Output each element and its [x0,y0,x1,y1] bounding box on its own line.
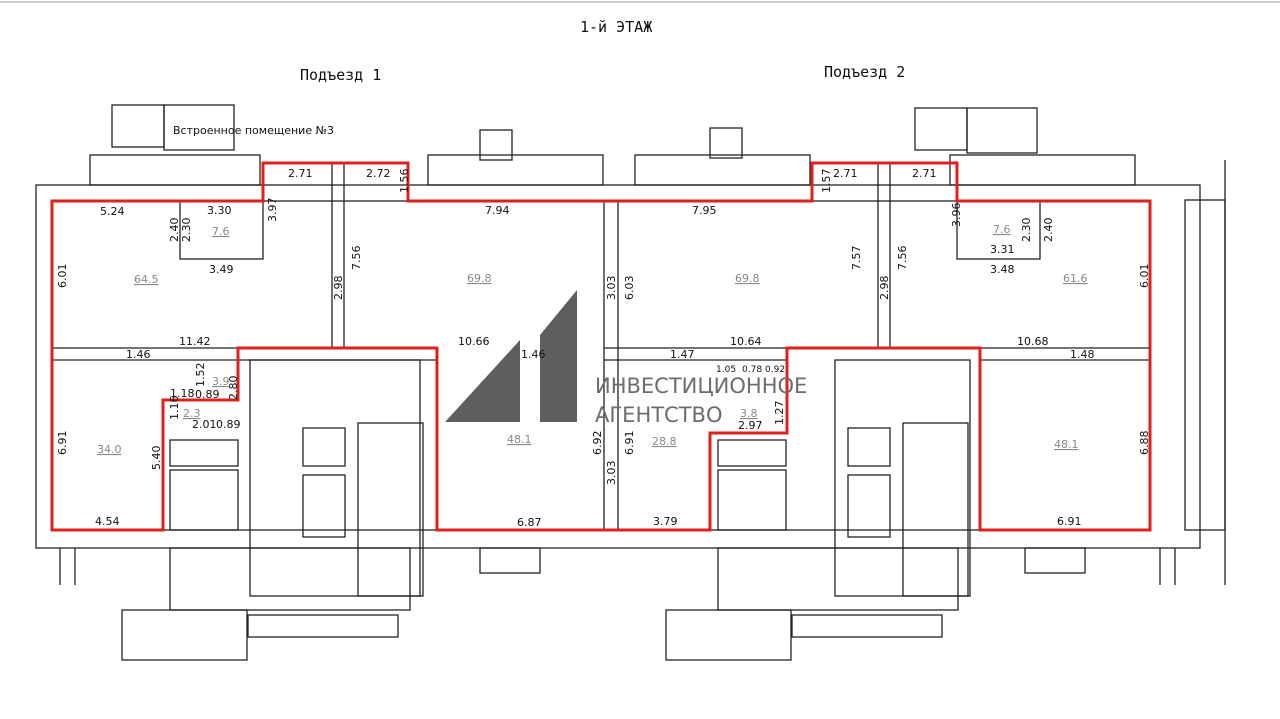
dim: 7.56 [896,246,909,271]
area-label: 7.6 [212,225,230,238]
dim: 2.98 [332,276,345,301]
dim: 2.80 [227,376,240,401]
entrance-1-label: Подъезд 1 [300,66,381,84]
area-label: 64.5 [134,273,159,286]
dim: 6.01 [1138,264,1151,289]
dim: 7.94 [485,204,510,217]
area-label: 3.9 [212,375,230,388]
area-labels: 64.5 7.6 69.8 34.0 3.9 2.3 48.1 28.8 3.8… [97,223,1088,456]
dim: 6.91 [56,431,69,456]
area-label: 7.6 [993,223,1011,236]
dim: 5.24 [100,205,125,218]
area-label: 48.1 [1054,438,1079,451]
area-label: 61.6 [1063,272,1088,285]
dim: 6.92 [591,431,604,456]
area-label: 28.8 [652,435,677,448]
area-label: 2.3 [183,407,201,420]
dim: 1.52 [194,363,207,388]
dimension-labels: 5.24 3.30 2.40 2.30 3.97 3.49 6.01 2.71 … [56,167,1151,529]
dim: 2.98 [878,276,891,301]
entrance-2-label: Подъезд 2 [824,63,905,81]
dim: 1.05 [716,365,736,375]
dim: 3.48 [990,263,1015,276]
dim: 2.72 [366,167,391,180]
dim: 3.03 [605,461,618,486]
dim: 10.64 [730,335,762,348]
dim: 0.78 [742,365,762,375]
dim: 3.31 [990,243,1015,256]
dim: 3.30 [207,204,232,217]
dim: 1.16 [168,396,181,421]
dim: 6.91 [623,431,636,456]
dim: 2.40 [1042,218,1055,243]
area-label: 69.8 [735,272,760,285]
watermark-line1: ИНВЕСТИЦИОННОЕ [595,374,807,398]
logo-mark [445,340,520,422]
dim: 6.03 [623,276,636,301]
dim: 2.30 [180,218,193,243]
dim: 7.57 [850,246,863,271]
dim: 3.96 [950,203,963,228]
dim: 1.56 [398,169,411,194]
sale-area-outline [50,161,1152,532]
dim: 6.88 [1138,431,1151,456]
watermark-line2: АГЕНТСТВО [595,403,723,427]
area-label: 3.8 [740,407,758,420]
dim: 7.56 [350,246,363,271]
walls [35,104,1226,661]
dim: 7.95 [692,204,717,217]
dim: 0.89 [195,388,220,401]
area-label: 69.8 [467,272,492,285]
dim: 6.91 [1057,515,1082,528]
dim: 0.89 [216,418,241,431]
dim: 1.47 [670,348,695,361]
area-label: 34.0 [97,443,122,456]
dim: 3.03 [605,276,618,301]
room-label: Встроенное помещение №3 [173,124,334,137]
dim: 2.97 [738,419,763,432]
dim: 1.48 [1070,348,1095,361]
logo-mark-1 [540,290,577,422]
dim: 1.57 [820,169,833,194]
dim: 6.87 [517,516,542,529]
dim: 3.79 [653,515,678,528]
watermark: ИНВЕСТИЦИОННОЕ АГЕНТСТВО [445,290,807,427]
dim: 2.01 [192,418,217,431]
dim: 1.27 [773,401,786,426]
dim: 0.92 [765,365,785,375]
dim: 2.71 [833,167,858,180]
dim: 1.46 [521,348,546,361]
dim: 2.71 [288,167,313,180]
dim: 5.40 [150,446,163,471]
dim: 6.01 [56,264,69,289]
dim: 11.42 [179,335,211,348]
dim: 1.18 [170,387,195,400]
plan-title: 1-й ЭТАЖ [580,18,652,36]
area-label: 48.1 [507,433,532,446]
dim: 1.46 [126,348,151,361]
dim: 4.54 [95,515,120,528]
dim: 3.49 [209,263,234,276]
dim: 10.66 [458,335,490,348]
dim: 2.40 [168,218,181,243]
dim: 2.71 [912,167,937,180]
dim: 3.97 [266,198,279,223]
dim: 2.30 [1020,218,1033,243]
dim: 10.68 [1017,335,1049,348]
